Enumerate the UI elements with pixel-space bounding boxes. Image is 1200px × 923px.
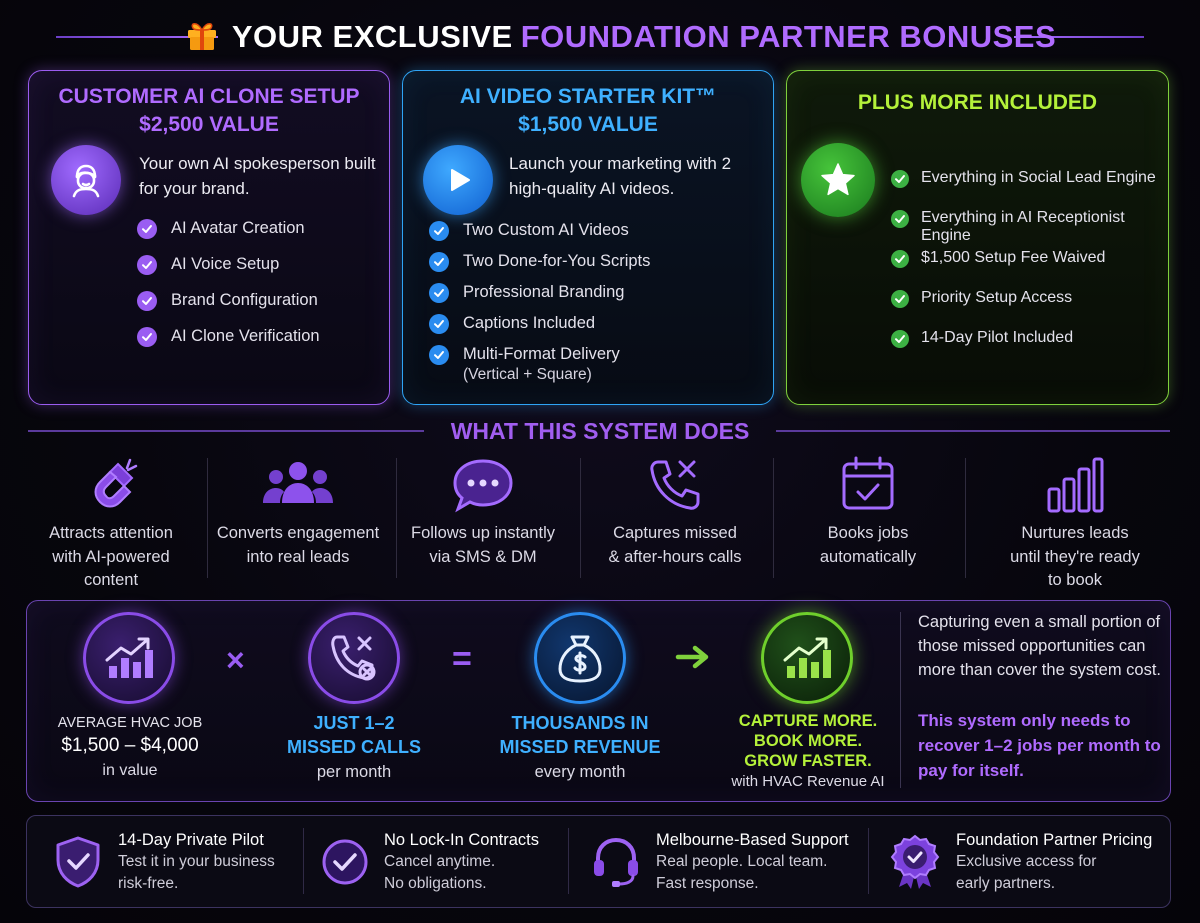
equation-divider <box>900 612 901 788</box>
check-icon <box>429 283 449 303</box>
equation-term-capture-more: CAPTURE MORE. BOOK MORE. GROW FASTER. wi… <box>731 712 885 790</box>
check-circle-icon <box>322 839 368 884</box>
missed-call-icon <box>650 460 700 510</box>
footer-divider <box>868 828 869 894</box>
feature-follows-up: Follows up instantly via SMS & DM <box>388 452 578 592</box>
check-icon <box>429 345 449 365</box>
list-item: Professional Branding <box>429 283 650 314</box>
arrow-right-icon <box>675 644 711 675</box>
list-item: Two Custom AI Videos <box>429 221 650 252</box>
list-item: AI Clone Verification <box>137 327 320 363</box>
feature-captures: Captures missed & after-hours calls <box>580 452 770 592</box>
magnet-icon <box>94 458 138 508</box>
equals-operator: = <box>452 640 472 678</box>
check-icon <box>891 210 909 228</box>
list-item-subtext: (Vertical + Square) <box>463 366 592 383</box>
list-item: 14-Day Pilot Included <box>891 329 1168 369</box>
feature-list: Everything in Social Lead Engine Everyth… <box>891 169 1168 369</box>
card-title: PLUS MORE INCLUDED <box>857 91 1098 114</box>
list-item: Priority Setup Access <box>891 289 1168 329</box>
check-icon <box>891 170 909 188</box>
growth-chart-icon <box>83 612 175 704</box>
card-value: $1,500 VALUE <box>518 113 658 136</box>
header-line-right <box>1014 36 1144 38</box>
growth-chart-icon <box>761 612 853 704</box>
list-item: Everything in AI Receptionist Engine <box>891 209 1168 249</box>
shield-check-icon <box>56 836 100 887</box>
star-icon <box>801 143 875 217</box>
footer-divider <box>568 828 569 894</box>
list-item: $1,500 Setup Fee Waived <box>891 249 1168 289</box>
calendar-check-icon <box>842 456 894 510</box>
header-line-left <box>56 36 218 38</box>
card-title: CUSTOMER AI CLONE SETUP <box>58 85 360 108</box>
footer-divider <box>303 828 304 894</box>
check-icon <box>137 327 157 347</box>
check-icon <box>137 219 157 239</box>
ai-video-card: AI VIDEO STARTER KIT™ $1,500 VALUE Launc… <box>402 70 774 405</box>
section-line-right <box>776 430 1170 432</box>
footer-item-pilot: 14-Day Private Pilot Test it in your bus… <box>52 815 302 908</box>
footer-item-support: Melbourne-Based Support Real people. Loc… <box>590 815 870 908</box>
card-title: AI VIDEO STARTER KIT™ <box>459 85 717 108</box>
section-title: WHAT THIS SYSTEM DOES <box>450 418 750 444</box>
feature-divider <box>965 458 966 578</box>
card-value: $2,500 VALUE <box>139 113 279 136</box>
phone-x-icon <box>308 612 400 704</box>
headset-icon <box>594 837 638 887</box>
plus-more-card: PLUS MORE INCLUDED Everything in Social … <box>786 70 1169 405</box>
avatar-icon <box>51 145 121 215</box>
play-icon <box>423 145 493 215</box>
feature-divider <box>580 458 581 578</box>
list-item: Brand Configuration <box>137 291 320 327</box>
section-line-left <box>28 430 424 432</box>
equation-term-hvac-job: AVERAGE HVAC JOB $1,500 – $4,000 in valu… <box>57 715 203 779</box>
feature-converts: Converts engagement into real leads <box>203 452 393 592</box>
feature-list: Two Custom AI Videos Two Done-for-You Sc… <box>429 221 650 383</box>
feature-list: AI Avatar Creation AI Voice Setup Brand … <box>137 219 320 363</box>
ai-clone-card: CUSTOMER AI CLONE SETUP $2,500 VALUE You… <box>28 70 390 405</box>
list-item: Everything in Social Lead Engine <box>891 169 1168 209</box>
gift-icon <box>184 17 220 58</box>
check-icon <box>891 290 909 308</box>
footer-item-pricing: Foundation Partner Pricing Exclusive acc… <box>888 815 1168 908</box>
check-icon <box>429 252 449 272</box>
check-icon <box>891 330 909 348</box>
times-operator: × <box>226 642 245 678</box>
feature-nurtures: Nurtures leads until they're ready to bo… <box>980 452 1170 592</box>
equation-term-missed-calls: JUST 1–2 MISSED CALLS per month <box>286 713 421 781</box>
card-description: Your own AI spokesperson built for your … <box>139 154 376 198</box>
equation-term-missed-revenue: THOUSANDS IN MISSED REVENUE every month <box>499 713 661 781</box>
check-icon <box>429 314 449 334</box>
feature-divider <box>773 458 774 578</box>
list-item: AI Avatar Creation <box>137 219 320 255</box>
feature-attracts: Attracts attention with AI-powered conte… <box>16 452 206 592</box>
money-bag-icon <box>534 612 626 704</box>
page-title-white: YOUR EXCLUSIVE <box>231 19 513 54</box>
equation-note: Capturing even a small portion of those … <box>918 613 1162 679</box>
footer-item-no-lock-in: No Lock-In Contracts Cancel anytime. No … <box>320 815 570 908</box>
bar-chart-icon <box>1047 457 1104 513</box>
chat-bubble-icon <box>453 459 513 513</box>
list-item: Captions Included <box>429 314 650 345</box>
check-icon <box>137 255 157 275</box>
feature-divider <box>207 458 208 578</box>
list-item: Multi-Format Delivery(Vertical + Square) <box>429 345 650 383</box>
check-icon <box>137 291 157 311</box>
list-item: AI Voice Setup <box>137 255 320 291</box>
people-icon <box>263 462 333 503</box>
page-title-purple: FOUNDATION PARTNER BONUSES <box>520 19 1057 54</box>
card-description: Launch your marketing with 2 high-qualit… <box>509 154 732 198</box>
check-icon <box>429 221 449 241</box>
equation-highlight: This system only needs to recover 1–2 jo… <box>918 711 1161 780</box>
list-item: Two Done-for-You Scripts <box>429 252 650 283</box>
badge-check-icon <box>890 834 940 889</box>
feature-books: Books jobs automatically <box>773 452 963 592</box>
check-icon <box>891 250 909 268</box>
feature-divider <box>396 458 397 578</box>
